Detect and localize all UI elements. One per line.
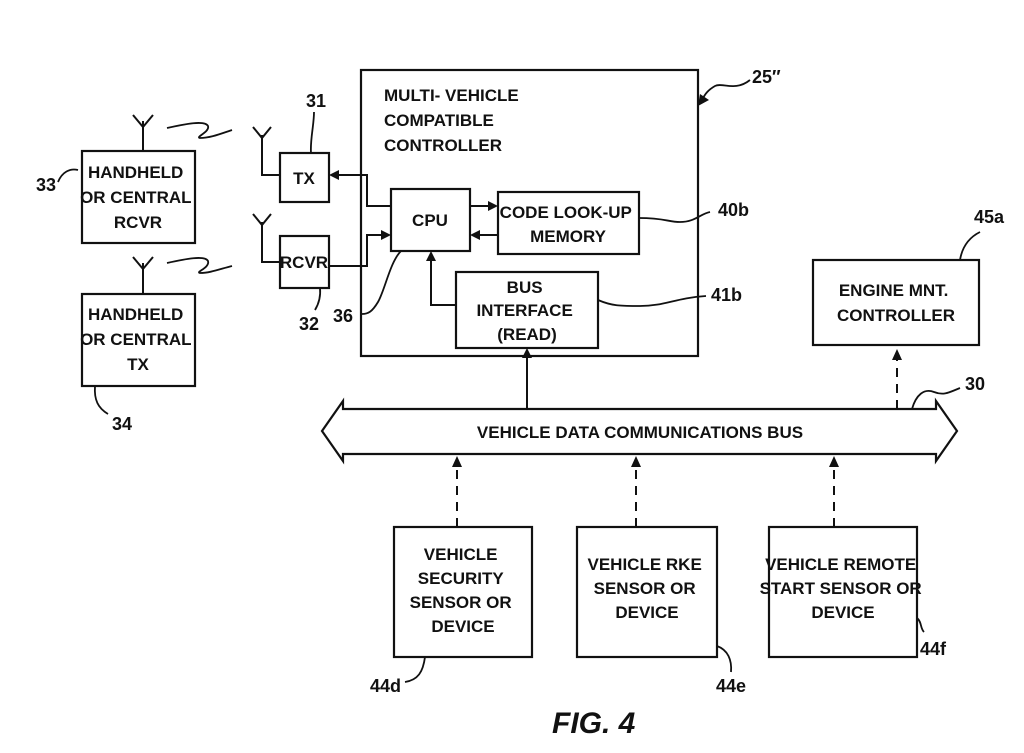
- rcvr-label: RCVR: [280, 253, 328, 272]
- rcvr-antenna-mast: [262, 222, 280, 262]
- engine-controller-box: [813, 260, 979, 345]
- device-remote-start-line-1: VEHICLE REMOTE: [765, 555, 916, 574]
- handheld-tx-line-2: OR CENTRAL: [80, 330, 191, 349]
- device-security-ref-leader: [405, 657, 425, 682]
- figure-caption: FIG. 4: [552, 707, 636, 740]
- handheld-rcvr-line-2: OR CENTRAL: [80, 188, 191, 207]
- tx-ref-label: 31: [306, 91, 326, 111]
- tx-label: TX: [293, 169, 315, 188]
- cpu-label: CPU: [412, 211, 448, 230]
- wireless-link-tx-icon: [167, 123, 232, 138]
- cpu-to-tx-arrowhead: [329, 170, 339, 180]
- rcvr-ref-leader: [315, 288, 320, 310]
- handheld-tx-ref-label: 34: [112, 414, 132, 434]
- bus-interface-line-3: (READ): [497, 325, 557, 344]
- device-remote-start-ref-label: 44f: [920, 639, 947, 659]
- bus-ref-label: 30: [965, 374, 985, 394]
- device-rke-ref-label: 44e: [716, 676, 746, 696]
- handheld-rcvr-ref-leader: [58, 170, 78, 183]
- handheld-rcvr-line-3: RCVR: [114, 213, 162, 232]
- device-remote-start-line-3: DEVICE: [811, 603, 874, 622]
- memory-label-line-1: CODE LOOK-UP: [500, 203, 632, 222]
- device-rke-ref-leader: [717, 646, 731, 672]
- device-rke-line-1: VEHICLE RKE: [587, 555, 701, 574]
- tx-antenna-mast: [262, 135, 280, 175]
- security-to-bus-arrowhead: [452, 456, 462, 467]
- memory-ref-label: 40b: [718, 200, 749, 220]
- cpu-ref-label: 36: [333, 306, 353, 326]
- vehicle-data-bus-label: VEHICLE DATA COMMUNICATIONS BUS: [477, 423, 803, 442]
- device-security-line-2: SECURITY: [418, 569, 505, 588]
- handheld-tx-line-1: HANDHELD: [88, 305, 183, 324]
- controller-title-line-1: MULTI- VEHICLE: [384, 86, 519, 105]
- bus-interface-line-1: BUS: [507, 278, 543, 297]
- engine-controller-line-1: ENGINE MNT.: [839, 281, 949, 300]
- controller-ref-label: 25″: [752, 67, 781, 87]
- rke-to-bus-arrowhead: [631, 456, 641, 467]
- device-security-ref-label: 44d: [370, 676, 401, 696]
- engine-controller-ref-label: 45a: [974, 207, 1005, 227]
- wireless-link-rx-icon: [167, 258, 232, 273]
- controller-ref-leader: [702, 80, 750, 100]
- bus-to-engine-arrowhead: [892, 349, 902, 360]
- controller-title-line-3: CONTROLLER: [384, 136, 502, 155]
- device-rke-line-2: SENSOR OR: [594, 579, 696, 598]
- device-security-line-4: DEVICE: [431, 617, 494, 636]
- bus-interface-line-2: INTERFACE: [476, 301, 572, 320]
- handheld-tx-line-3: TX: [127, 355, 149, 374]
- engine-controller-ref-leader: [960, 232, 980, 260]
- rcvr-ref-label: 32: [299, 314, 319, 334]
- engine-controller-line-2: CONTROLLER: [837, 306, 955, 325]
- handheld-tx-ref-leader: [95, 386, 108, 414]
- remote-start-to-bus-arrowhead: [829, 456, 839, 467]
- device-remote-start-line-2: START SENSOR OR: [760, 579, 922, 598]
- device-rke-line-3: DEVICE: [615, 603, 678, 622]
- tx-ref-leader: [311, 112, 314, 153]
- handheld-rcvr-ref-label: 33: [36, 175, 56, 195]
- controller-title-line-2: COMPATIBLE: [384, 111, 494, 130]
- bus-interface-ref-label: 41b: [711, 285, 742, 305]
- device-security-line-1: VEHICLE: [424, 545, 498, 564]
- device-security-line-3: SENSOR OR: [410, 593, 512, 612]
- handheld-rcvr-line-1: HANDHELD: [88, 163, 183, 182]
- memory-label-line-2: MEMORY: [530, 227, 607, 246]
